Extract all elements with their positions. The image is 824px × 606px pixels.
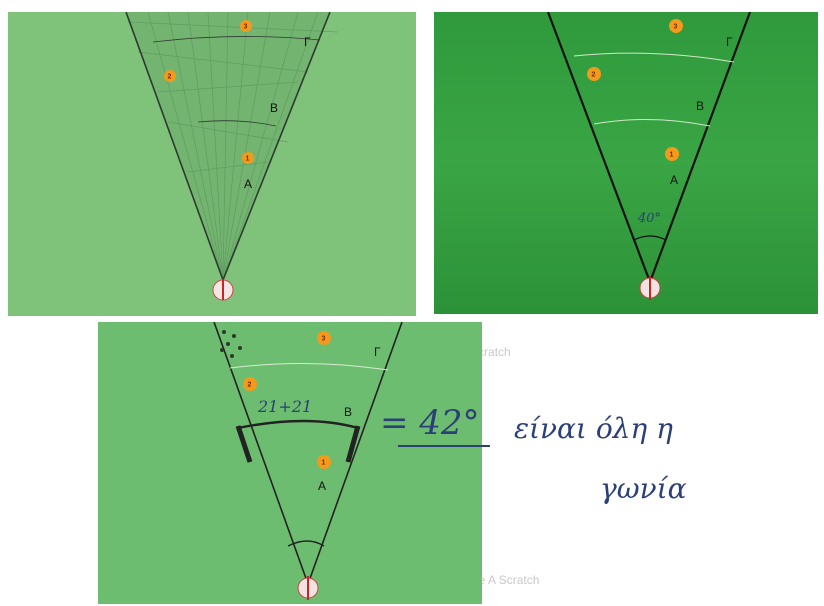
field-diagram-top-right: 1 2 3 A B Γ 40° [434,12,818,314]
marker-3 [240,20,252,32]
marker-label: 2 [592,72,596,79]
marker-1 [317,455,331,469]
panel-top-right: 1 2 3 A B Γ 40° [434,12,818,314]
marker-label: 1 [670,152,674,159]
angle-annotation: 40° [637,211,661,226]
panel-top-left: 1 2 3 A B Γ [8,12,416,316]
pencil-shading [125,12,339,281]
marker-label: 3 [322,336,326,343]
zone-label-a: A [244,177,252,191]
zone-label-a: A [318,479,326,493]
zone-label-gamma: Γ [726,35,733,49]
marker-1 [665,147,679,161]
marker-3 [669,19,683,33]
zone-label-gamma: Γ [374,345,381,359]
zone-label-b: B [344,405,352,419]
marker-label: 2 [168,74,172,81]
marker-label: 1 [246,156,250,163]
angle-equation: = 42° [380,403,480,443]
field-diagram-top-left: 1 2 3 A B Γ [8,12,416,316]
marker-1 [242,152,254,164]
marker-2 [164,70,176,82]
field-diagram-bottom: Zone B Scratch Zone A Scratch 1 2 3 A B … [98,322,687,604]
marker-label: 1 [322,460,326,467]
arc-sum-annotation: 21+21 [257,397,312,416]
panel-bottom: Zone B Scratch Zone A Scratch 1 2 3 A B … [98,322,730,604]
handwritten-note-line-1: είναι όλη η [514,412,673,445]
marker-label: 3 [244,24,248,31]
hatch-dots [220,330,242,358]
zone-label-a: A [670,173,678,187]
marker-2 [243,377,257,391]
marker-3 [317,331,331,345]
zone-label-b: B [270,101,278,115]
zone-label-b: B [696,99,704,113]
marker-label: 3 [674,24,678,31]
marker-label: 2 [248,382,252,389]
handwritten-note-line-2: γωνία [600,472,687,505]
marker-2 [587,67,601,81]
zone-label-gamma: Γ [304,35,311,49]
